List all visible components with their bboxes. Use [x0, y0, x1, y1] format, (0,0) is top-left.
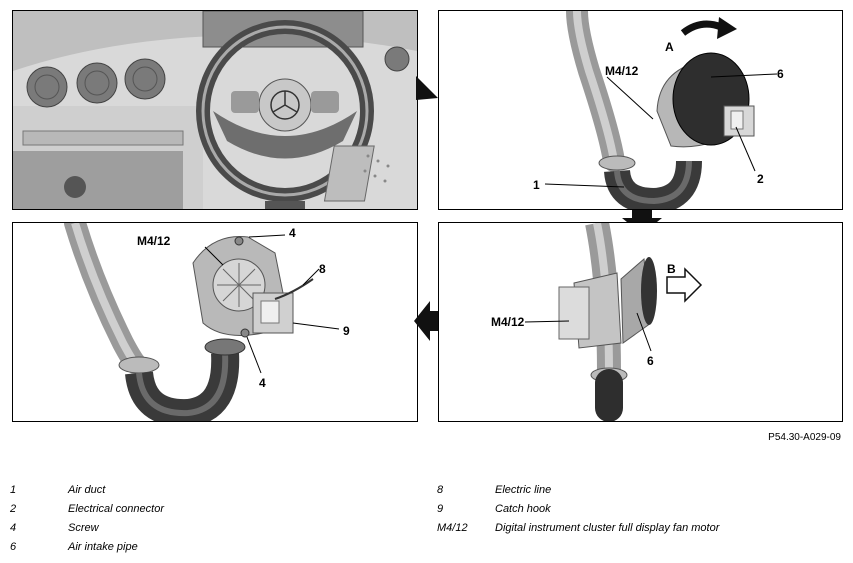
callout-B: B — [667, 262, 676, 276]
reference-code: P54.30-A029-09 — [768, 432, 841, 443]
legend-key: 9 — [437, 503, 444, 515]
step-1-illustration — [544, 11, 778, 209]
zoom-pointer-icon — [416, 76, 438, 100]
legend-right: 8 Electric line 9 Catch hook M4/12 Digit… — [437, 484, 847, 544]
callout-1: 1 — [533, 178, 540, 192]
legend-key: 8 — [437, 484, 444, 496]
callout-motor: M4/12 — [491, 315, 525, 329]
panel-step-2: M4/12 6 B — [438, 222, 843, 422]
callout-6: 6 — [647, 354, 654, 368]
callout-motor: M4/12 — [137, 234, 171, 248]
legend-label: Air duct — [68, 484, 106, 496]
legend-label: Catch hook — [495, 503, 551, 515]
callout-2: 2 — [757, 172, 764, 186]
left-arrow-icon — [414, 301, 438, 341]
legend-label: Electrical connector — [68, 503, 164, 515]
callout-4-top: 4 — [289, 226, 296, 240]
callout-9: 9 — [343, 324, 350, 338]
legend-label: Electric line — [495, 484, 552, 496]
cockpit-illustration — [13, 11, 417, 209]
legend-label: Digital instrument cluster full display … — [495, 522, 720, 534]
legend-key: 4 — [10, 522, 17, 534]
panel-step-1: M4/12 1 2 6 A — [438, 10, 843, 210]
legend-key: 1 — [10, 484, 17, 496]
callout-motor: M4/12 — [605, 64, 639, 78]
legend-label: Screw — [68, 522, 99, 534]
legend-label: Air intake pipe — [68, 541, 138, 553]
step-2-illustration — [524, 223, 703, 421]
callout-8: 8 — [319, 262, 326, 276]
legend-key: M4/12 — [437, 522, 468, 534]
callout-A: A — [665, 40, 674, 54]
step-3-illustration — [64, 223, 340, 421]
legend-key: 2 — [10, 503, 17, 515]
callout-6: 6 — [777, 67, 784, 81]
legend: 1 Air duct 2 Electrical connector 4 Scre… — [10, 484, 430, 560]
callout-4-bottom: 4 — [259, 376, 266, 390]
panel-step-3: M4/12 4 4 8 9 — [12, 222, 418, 422]
legend-key: 6 — [10, 541, 17, 553]
panel-cockpit-view — [12, 10, 418, 210]
